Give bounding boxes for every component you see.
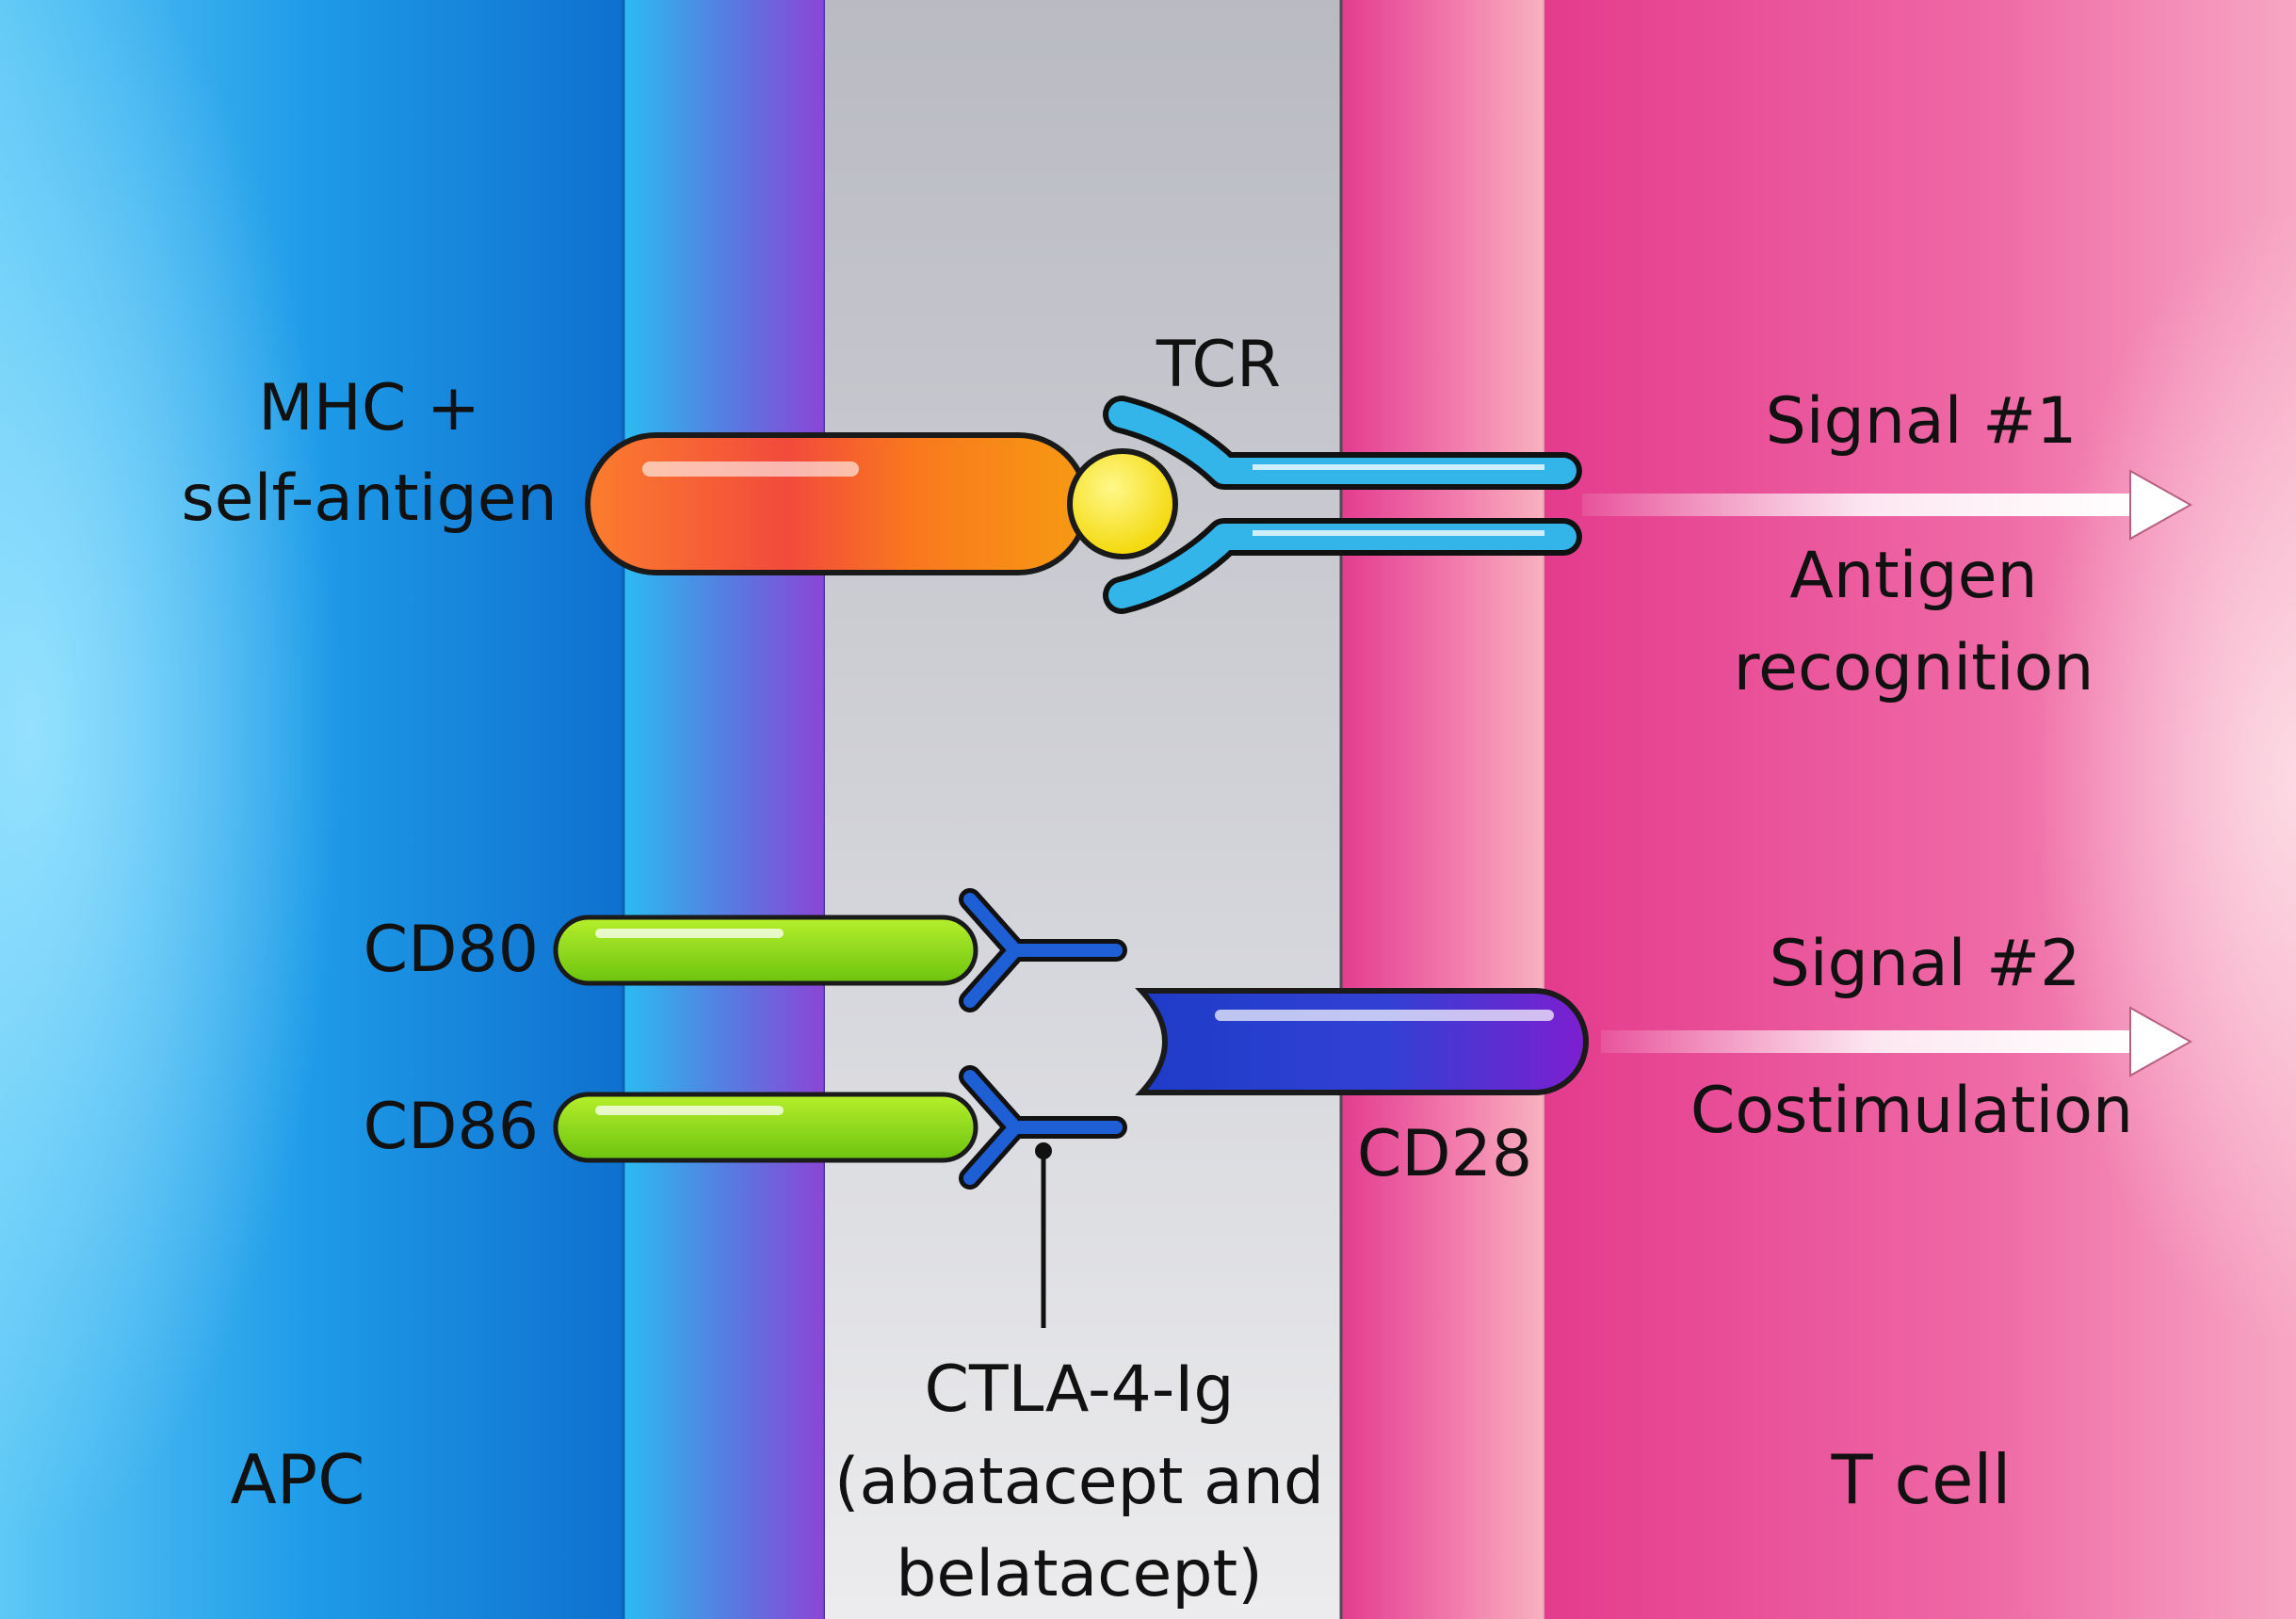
cd28-molecule [1135,988,1589,1095]
tcell-label: T cell [1831,1440,2012,1519]
apc-label: APC [231,1440,365,1519]
signal1-desc-line2: recognition [1734,631,2094,705]
cd80-molecule [553,915,978,986]
cd86-label: CD86 [364,1090,539,1164]
tcr-label: TCR [1156,328,1281,402]
ctla4-pointer [1035,1142,1052,1328]
ctla4-label-line3: belatacept) [896,1537,1262,1611]
cd28-label: CD28 [1357,1117,1532,1191]
ctla4-label-line1: CTLA-4-Ig [924,1352,1234,1427]
cd80-label: CD80 [364,913,539,987]
ctla4-ig-upper [959,888,1127,1012]
apc-region [0,0,623,1619]
ctla4-label-line2: (abatacept and [834,1445,1324,1519]
signal1-label: Signal #1 [1766,384,2078,459]
cd86-molecule [553,1092,978,1163]
signal1-desc-line1: Antigen [1789,539,2037,613]
ctla4-ig-lower [959,1065,1127,1190]
synaptic-cleft [825,0,1341,1619]
tcell-membrane [1341,0,1544,1619]
signal2-arrow [1601,1006,2193,1077]
apc-membrane [623,0,825,1619]
tcell-region [1544,0,2296,1619]
self-antigen [1067,448,1178,559]
mhc-label-line2: self-antigen [181,461,557,536]
mhc-label-line1: MHC + [258,371,480,445]
signal1-arrow [1582,469,2193,541]
signal2-label: Signal #2 [1770,927,2081,1001]
signal2-desc: Costimulation [1690,1074,2133,1148]
mhc-molecule [585,432,1090,575]
tcr-receptor [1103,396,1582,614]
